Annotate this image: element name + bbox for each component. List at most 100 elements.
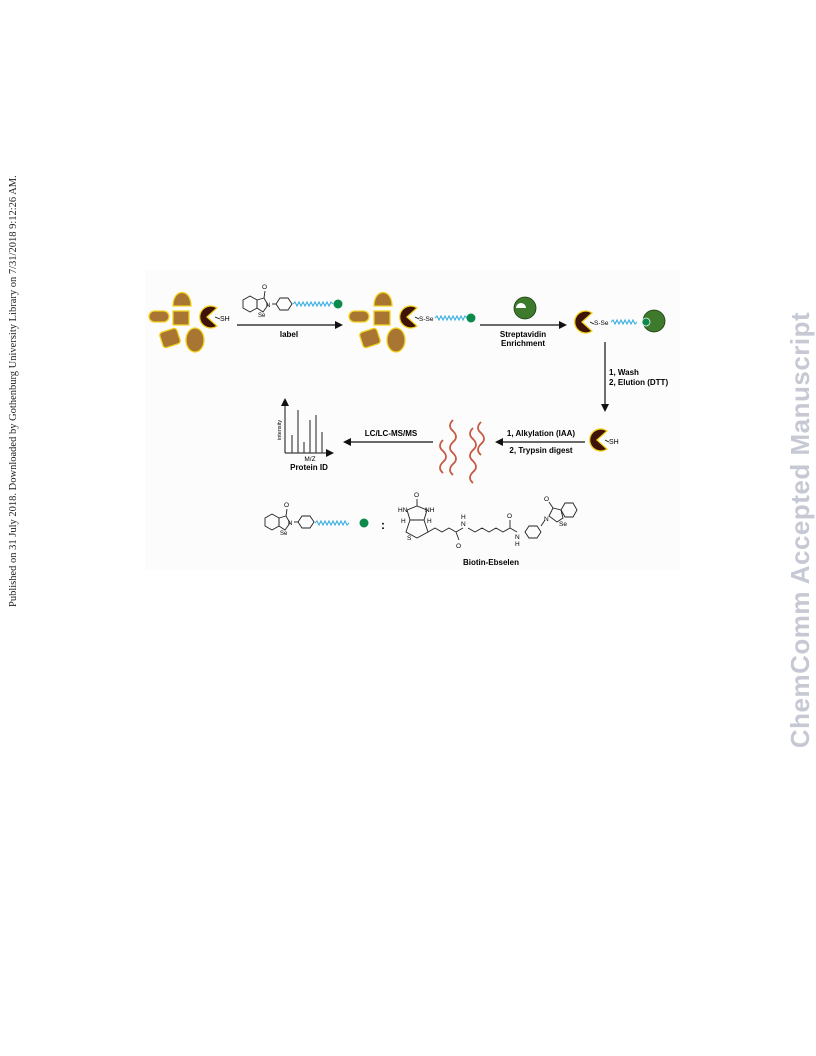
protein-shape	[148, 310, 170, 323]
trypsin-text: 2, Trypsin digest	[509, 446, 572, 455]
biotin-bead	[359, 518, 369, 528]
peptide	[439, 439, 447, 474]
ebselen-nitrogen: N	[544, 516, 549, 523]
nitrogen-atom: N	[266, 303, 270, 309]
proteome-cluster-1: SH	[148, 291, 230, 353]
amide-bond	[455, 527, 464, 533]
spectrum-y-label: intensity	[277, 420, 283, 440]
enrichment-text-2: Enrichment	[501, 339, 545, 348]
protein-shape	[348, 310, 370, 323]
thiol-label: SH	[220, 316, 230, 323]
nitrogen-atom: N	[288, 521, 292, 527]
imidazolidinone-ring	[406, 505, 428, 521]
bound-biotin	[641, 317, 651, 327]
biotin-ebselen-structure: O HN NH H H S O N H O N H N O Se	[398, 492, 578, 550]
peptide	[469, 427, 477, 484]
hexanoyl-chain	[467, 527, 511, 533]
label-step-text: label	[280, 330, 298, 339]
labeled-target-protein	[399, 305, 419, 329]
ebselen-oxygen: O	[544, 496, 549, 503]
spectrum-x-label: M/Z	[304, 456, 315, 463]
protein-shape	[359, 327, 381, 349]
peptide	[477, 421, 485, 456]
protein-id-text: Protein ID	[290, 463, 328, 472]
peptide	[449, 419, 457, 476]
probe-cartoon: O N Se	[264, 502, 369, 537]
phenyl-ring	[275, 297, 293, 311]
amide-h-1: H	[461, 514, 466, 521]
binding-pocket	[516, 303, 526, 308]
mass-spectrum: intensity M/Z Protein ID	[277, 398, 334, 472]
biotin-bead	[333, 299, 343, 309]
protein-shape	[386, 327, 406, 353]
peg-linker	[434, 314, 468, 322]
selenium-atom: Se	[280, 531, 288, 537]
isoselenazolone-ring	[256, 297, 269, 313]
carbonyl-bond	[263, 290, 266, 299]
peg-linker	[314, 519, 350, 527]
target-protein	[589, 428, 609, 452]
nh-atom: NH	[425, 507, 435, 514]
disulfide-bond	[414, 316, 420, 320]
protein-shape	[172, 310, 190, 326]
protein-shape	[185, 327, 205, 353]
phenyl-ring	[297, 515, 315, 529]
figure-background	[145, 270, 680, 570]
carbonyl-bond	[285, 508, 288, 517]
alkylation-text: 1, Alkylation (IAA)	[507, 429, 575, 438]
compound-name: Biotin-Ebselen	[463, 558, 519, 567]
lcms-text: LC/LC-MS/MS	[365, 429, 418, 438]
s-se-label: S-Se	[419, 316, 434, 323]
ebselen-carbonyl	[548, 501, 554, 509]
hn-atom: HN	[398, 507, 408, 514]
s-se-label: S-Se	[594, 320, 609, 327]
equivalence-colon: :	[381, 518, 385, 532]
amide-oxygen-2: O	[507, 513, 512, 520]
ebselen-probe-structure: O N Se	[242, 284, 343, 319]
protein-shape	[159, 327, 181, 349]
protein-shape	[373, 310, 391, 326]
isoselenazolone-ring	[548, 507, 564, 523]
urea-oxygen: O	[414, 492, 419, 499]
amide-n-1: N	[461, 521, 466, 528]
amide-h-2: H	[515, 541, 520, 548]
peg-linker	[610, 318, 638, 326]
streptavidin-bead-icon	[513, 296, 537, 320]
workflow-figure: SH O N Se label S-Se Streptavidin Enrich…	[145, 270, 680, 570]
thiol-bond	[214, 316, 221, 320]
phenyl-ring	[524, 525, 542, 539]
enrichment-text-1: Streptavidin	[500, 330, 546, 339]
amide-n-2: N	[515, 534, 520, 541]
captured-target-protein	[574, 310, 594, 334]
sulfur-atom: S	[407, 535, 412, 542]
eluted-target-protein: SH	[589, 428, 619, 452]
publication-note: Published on 31 July 2018. Downloaded by…	[8, 175, 19, 607]
wash-text: 1, Wash	[609, 368, 639, 377]
protein-shape	[373, 291, 393, 307]
amide-oxygen-1: O	[456, 543, 461, 550]
isoselenazolone-ring	[278, 515, 291, 531]
benzene-ring	[560, 502, 578, 518]
proteome-cluster-2: S-Se	[348, 291, 476, 353]
bridgehead-h-left: H	[401, 518, 406, 525]
valeryl-chain	[427, 527, 460, 541]
bridgehead-h-right: H	[427, 518, 432, 525]
target-protein	[199, 305, 219, 329]
oxygen-atom: O	[284, 502, 289, 509]
selenium-atom: Se	[258, 313, 266, 319]
n-aryl-bond	[540, 519, 546, 527]
peptide-fragments	[439, 419, 485, 484]
accepted-manuscript-watermark: ChemComm Accepted Manuscript	[785, 311, 815, 749]
peg-linker	[292, 300, 334, 308]
workflow-diagram: SH O N Se label S-Se Streptavidin Enrich…	[145, 270, 680, 570]
disulfide-bond	[589, 321, 595, 325]
amide-bond-2	[509, 527, 518, 533]
thiol-label: SH	[609, 439, 619, 446]
protein-shape	[172, 291, 192, 307]
biotin-bead	[466, 313, 476, 323]
oxygen-atom: O	[262, 284, 267, 291]
thiol-bond	[604, 439, 610, 443]
enriched-complex: S-Se	[574, 309, 666, 334]
elution-text: 2, Elution (DTT)	[609, 378, 668, 387]
thiophane-ring	[405, 519, 429, 539]
